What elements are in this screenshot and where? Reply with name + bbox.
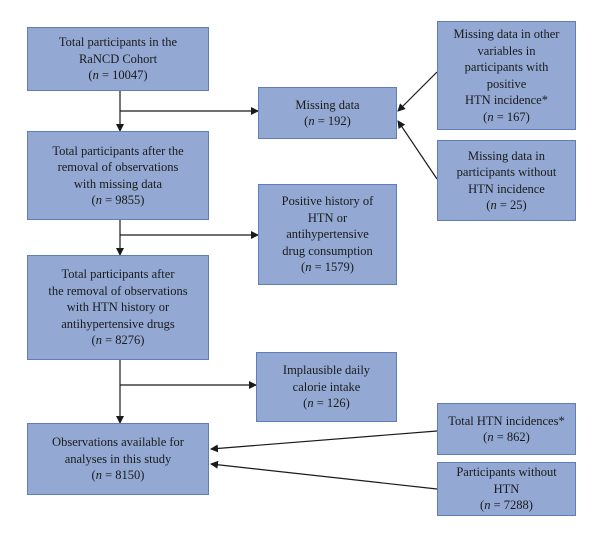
arrow-without-htn-to-available [210, 460, 438, 490]
box-missing-other-line-1: Missing data in other [453, 27, 560, 41]
box-missing-other-count: (n = 167) [483, 109, 530, 124]
box-missing-without-htn: Missing data in participants without HTN… [437, 140, 576, 221]
arrow-missing-without-to-missing [397, 120, 438, 180]
box-missing-without-line-1: Missing data in [467, 148, 546, 163]
box-total-participants-count: (n = 10047) [88, 68, 148, 83]
box-without-htn-count: (n = 7288) [480, 498, 533, 513]
box-after-missing-line-3: with missing data [73, 176, 163, 191]
box-after-missing-count: (n = 9855) [91, 193, 145, 207]
box-without-htn-line-2: HTN [493, 481, 520, 496]
box-participants-without-htn: Participants without HTN (n = 7288) [437, 462, 576, 516]
box-positive-history: Positive history of HTN or antihypertens… [258, 184, 397, 285]
box-available-line-1: Observations available for [52, 435, 184, 450]
box-positive-history-line-1: Positive history of [281, 194, 374, 209]
box-missing-other-line-2: variables in [477, 43, 536, 58]
box-total-htn-line-1: Total HTN incidences* [448, 413, 565, 428]
box-after-missing-line-2: removal of observations [57, 160, 179, 174]
box-after-htn-line-2: the removal of observations [48, 283, 188, 298]
box-missing-without-line-2: participants without [456, 165, 557, 179]
box-implausible-count: (n = 126) [303, 396, 350, 411]
box-after-htn-line-1: Total participants after [61, 267, 175, 282]
box-missing-data-count: (n = 192) [304, 114, 351, 128]
box-missing-other-variables: Missing data in other variables in parti… [437, 21, 576, 130]
box-positive-history-line-4: drug consumption [282, 243, 373, 258]
box-missing-other-line-4: positive [486, 76, 527, 91]
box-missing-without-count: (n = 25) [486, 198, 527, 212]
box-total-participants: Total participants in the RaNCD Cohort (… [27, 27, 209, 91]
box-positive-history-line-3: antihypertensive [286, 227, 369, 242]
box-missing-without-line-3: HTN incidence [468, 181, 545, 196]
box-missing-data: Missing data (n = 192) [258, 87, 397, 139]
box-after-htn-count: (n = 8276) [91, 333, 145, 348]
box-available-line-2: analyses in this study [64, 451, 172, 466]
box-observations-available: Observations available for analyses in t… [27, 423, 209, 495]
box-positive-history-line-2: HTN or [307, 210, 348, 225]
arrow-total-htn-to-available [210, 430, 438, 453]
box-available-count: (n = 8150) [91, 468, 145, 483]
box-total-htn-count: (n = 862) [483, 430, 530, 444]
box-total-participants-line-1: Total participants in the [58, 35, 178, 50]
box-after-htn-line-3: with HTN history or [66, 300, 170, 315]
box-positive-history-count: (n = 1579) [301, 260, 354, 275]
box-missing-data-line-1: Missing data [295, 97, 360, 112]
box-after-missing-line-1: Total participants after the [52, 143, 184, 158]
box-implausible-line-2: calorie intake [292, 379, 361, 394]
box-implausible-line-1: Implausible daily [282, 363, 371, 378]
box-total-htn-incidences: Total HTN incidences* (n = 862) [437, 403, 576, 455]
box-implausible-calorie: Implausible daily calorie intake (n = 12… [256, 352, 397, 422]
box-without-htn-line-1: Participants without [456, 465, 557, 480]
arrow-missing-other-to-missing [397, 71, 438, 112]
box-missing-other-line-5: HTN incidence* [465, 93, 548, 107]
box-total-participants-line-2: RaNCD Cohort [78, 51, 158, 66]
box-after-missing: Total participants after the removal of … [27, 131, 209, 220]
box-after-htn-removal: Total participants after the removal of … [27, 255, 209, 360]
box-missing-other-line-3: participants with [464, 60, 549, 74]
box-after-htn-line-4: antihypertensive drugs [61, 316, 175, 331]
